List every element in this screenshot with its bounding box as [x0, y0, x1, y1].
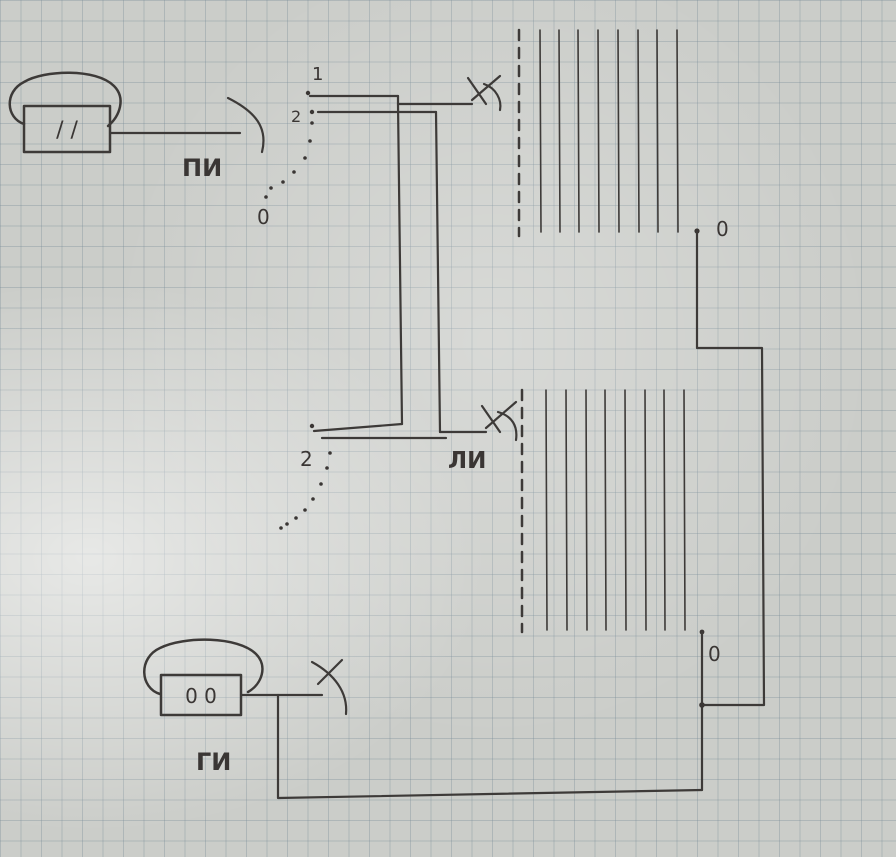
li-label: ЛИ: [448, 448, 486, 474]
pi-label: ПИ: [182, 154, 222, 182]
pos-2-mid-contact: [309, 423, 315, 429]
pos-1-label: 1: [312, 64, 323, 85]
top-right-contact: [466, 74, 502, 112]
junction-dot: [699, 702, 705, 708]
li-contact: [480, 400, 518, 442]
pi-dial-marks: / /: [56, 118, 78, 143]
pi-contact: [226, 96, 265, 154]
top-comb-field: [517, 28, 679, 238]
pos-2-mid-label: 2: [300, 447, 313, 471]
out-0-top-label: 0: [716, 217, 729, 241]
wire-mid-a: [312, 422, 404, 433]
out-0-bottom-label: 0: [708, 642, 721, 666]
mid-selector: 2 ЛИ: [279, 400, 518, 530]
output-wiring: 0 0: [694, 217, 766, 792]
pi-telephone: / / ПИ: [8, 71, 265, 182]
gi-telephone: 0 0 ГИ: [143, 638, 704, 800]
gi-handset-loop: [143, 638, 264, 696]
pos-2-contact: [309, 109, 315, 115]
pos-1-contact: [305, 90, 311, 96]
pos-2-top-label: 2: [291, 107, 301, 126]
wire-vertical-right: [434, 110, 442, 434]
wire-output-loop: [695, 229, 766, 707]
gi-contact: [310, 658, 348, 716]
wire-to-top-contact: [396, 94, 474, 106]
top-selector: 1 2 0: [257, 64, 502, 434]
pos-0-top-label: 0: [257, 205, 270, 229]
pi-handset-loop: [8, 71, 122, 128]
bottom-comb-field: [520, 388, 686, 634]
pi-body: [22, 104, 112, 154]
wire-vertical-left: [396, 102, 404, 426]
gi-dial-marks: 0 0: [185, 684, 217, 708]
gi-label: ГИ: [196, 748, 231, 776]
gi-return-wire: [276, 693, 704, 800]
